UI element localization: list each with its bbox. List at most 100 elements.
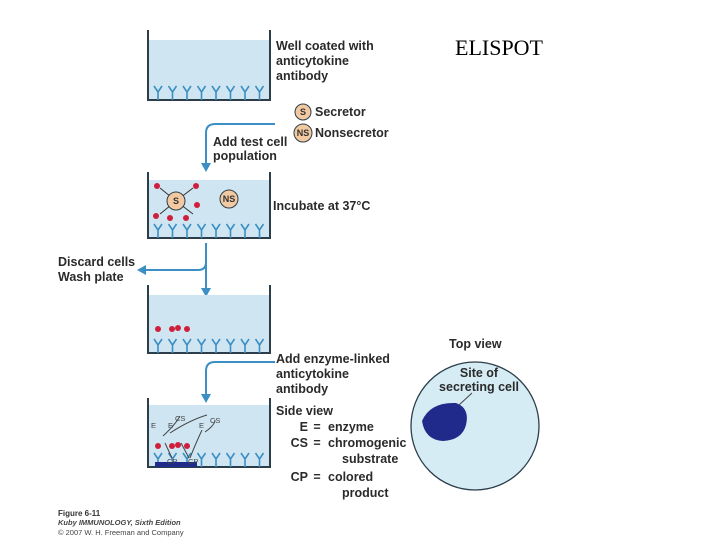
- antibody-icon: [211, 452, 221, 467]
- antibody-icon: [225, 85, 236, 100]
- svg-text:CS: CS: [210, 416, 220, 425]
- svg-text:population: population: [213, 149, 277, 163]
- svg-text:CS: CS: [291, 436, 308, 450]
- svg-text:Add test cell: Add test cell: [213, 135, 287, 149]
- svg-text:NS: NS: [223, 194, 236, 204]
- svg-text:NS: NS: [297, 128, 310, 138]
- svg-text:S: S: [300, 107, 306, 117]
- antibody-icon: [211, 223, 221, 238]
- label-discard: Discard cells Wash plate: [58, 255, 135, 284]
- well-washed: [147, 285, 271, 354]
- svg-text:substrate: substrate: [342, 452, 398, 466]
- nonsecretor-icon: [293, 123, 313, 143]
- well-incubate: S NS: [147, 172, 271, 239]
- antibody-icon: [153, 338, 163, 353]
- antibody-icon: [196, 223, 207, 238]
- secretor-label: Secretor: [315, 105, 366, 119]
- antibody-icon: [196, 452, 207, 467]
- svg-text:Add enzyme-linked: Add enzyme-linked: [276, 352, 390, 366]
- well-3-antibodies: [153, 338, 265, 353]
- antibody-icon: [254, 223, 265, 238]
- antibody-icon: [254, 452, 265, 467]
- antibody-icon: [211, 85, 221, 100]
- label-add-enzyme: Add enzyme-linked anticytokine antibody: [276, 352, 390, 396]
- svg-text:Well coated with: Well coated with: [276, 39, 374, 53]
- antibody-icon: [153, 223, 163, 238]
- antibody-icon: [254, 338, 265, 353]
- colored-product-deposit: [155, 462, 197, 467]
- label-incubate: Incubate at 37°C: [273, 199, 370, 213]
- svg-text:chromogenic: chromogenic: [328, 436, 407, 450]
- svg-text:CS: CS: [175, 414, 185, 423]
- svg-text:CP: CP: [291, 470, 308, 484]
- secreting-cell-spot: [422, 402, 467, 441]
- secretor-icon: [294, 103, 312, 121]
- svg-text:E: E: [168, 421, 173, 430]
- top-view: Top view Site of secreting cell: [410, 337, 540, 491]
- antibody-icon: [225, 338, 236, 353]
- antibody-icon: [225, 223, 236, 238]
- side-view-title: Side view: [276, 404, 333, 418]
- well-3-wall: [147, 285, 271, 354]
- well-3-liquid: [148, 295, 270, 353]
- svg-text:anticytokine: anticytokine: [276, 367, 349, 381]
- well-2-liquid: [148, 180, 270, 238]
- antibody-icon: [240, 85, 250, 100]
- antibody-icon: [240, 452, 250, 467]
- figure-caption: Figure 6-11 Kuby IMMUNOLOGY, Sixth Editi…: [58, 509, 184, 537]
- arrow-discard: [137, 243, 211, 297]
- svg-text:=: =: [313, 436, 320, 450]
- arrow-add-enzyme: [201, 361, 275, 403]
- svg-text:antibody: antibody: [276, 382, 328, 396]
- svg-text:E: E: [300, 420, 308, 434]
- well-coated: [147, 30, 271, 101]
- antibody-icon: [240, 223, 250, 238]
- antibody-icon: [167, 85, 178, 100]
- well-4-wall: [147, 398, 271, 468]
- well-1-antibodies: [153, 85, 265, 100]
- svg-text:CP: CP: [188, 457, 198, 466]
- well-2-wall: [147, 172, 271, 239]
- antibody-icon: [211, 338, 221, 353]
- well-4-liquid: [148, 405, 270, 467]
- label-add-cells: Add test cell population: [213, 135, 287, 163]
- site-pointer: [458, 392, 473, 406]
- arrow-add-cells: [201, 123, 275, 172]
- antibody-icon: [167, 223, 178, 238]
- antibody-icon: [182, 338, 192, 353]
- svg-text:antibody: antibody: [276, 69, 328, 83]
- slide-title: ELISPOT: [455, 35, 544, 60]
- antibody-icon: [153, 85, 163, 100]
- label-well-coated: Well coated with anticytokine antibody: [276, 39, 374, 83]
- nonsecretor-cell: NS: [219, 189, 239, 209]
- antibody-icon: [196, 338, 207, 353]
- svg-text:anticytokine: anticytokine: [276, 54, 349, 68]
- antibody-icon: [240, 338, 250, 353]
- svg-text:S: S: [173, 196, 179, 206]
- secretor-cell: S: [153, 183, 200, 221]
- side-view-legend: Side view E = enzyme CS = chromogenic su…: [276, 404, 407, 500]
- svg-text:E: E: [151, 421, 156, 430]
- antibody-icon: [196, 85, 207, 100]
- well-2-antibodies: [153, 223, 265, 238]
- svg-text:product: product: [342, 486, 389, 500]
- well-top-view-dish: [410, 361, 540, 491]
- antibody-icon: [254, 85, 265, 100]
- svg-text:enzyme: enzyme: [328, 420, 374, 434]
- figure-number: Figure 6-11: [58, 509, 101, 518]
- svg-text:Discard cells: Discard cells: [58, 255, 135, 269]
- copyright: © 2007 W. H. Freeman and Company: [58, 528, 184, 537]
- svg-text:=: =: [313, 420, 320, 434]
- top-view-title: Top view: [449, 337, 502, 351]
- well-side-view: CS CS E E E CP CP: [147, 398, 271, 468]
- svg-text:E: E: [199, 421, 204, 430]
- antibody-icon: [167, 338, 178, 353]
- svg-text:Site of: Site of: [460, 366, 499, 380]
- antibody-icon: [182, 223, 192, 238]
- svg-text:CP: CP: [167, 457, 177, 466]
- svg-text:=: =: [313, 470, 320, 484]
- antibody-icon: [225, 452, 236, 467]
- secretor-legend: S Secretor NS Nonsecretor: [293, 103, 389, 143]
